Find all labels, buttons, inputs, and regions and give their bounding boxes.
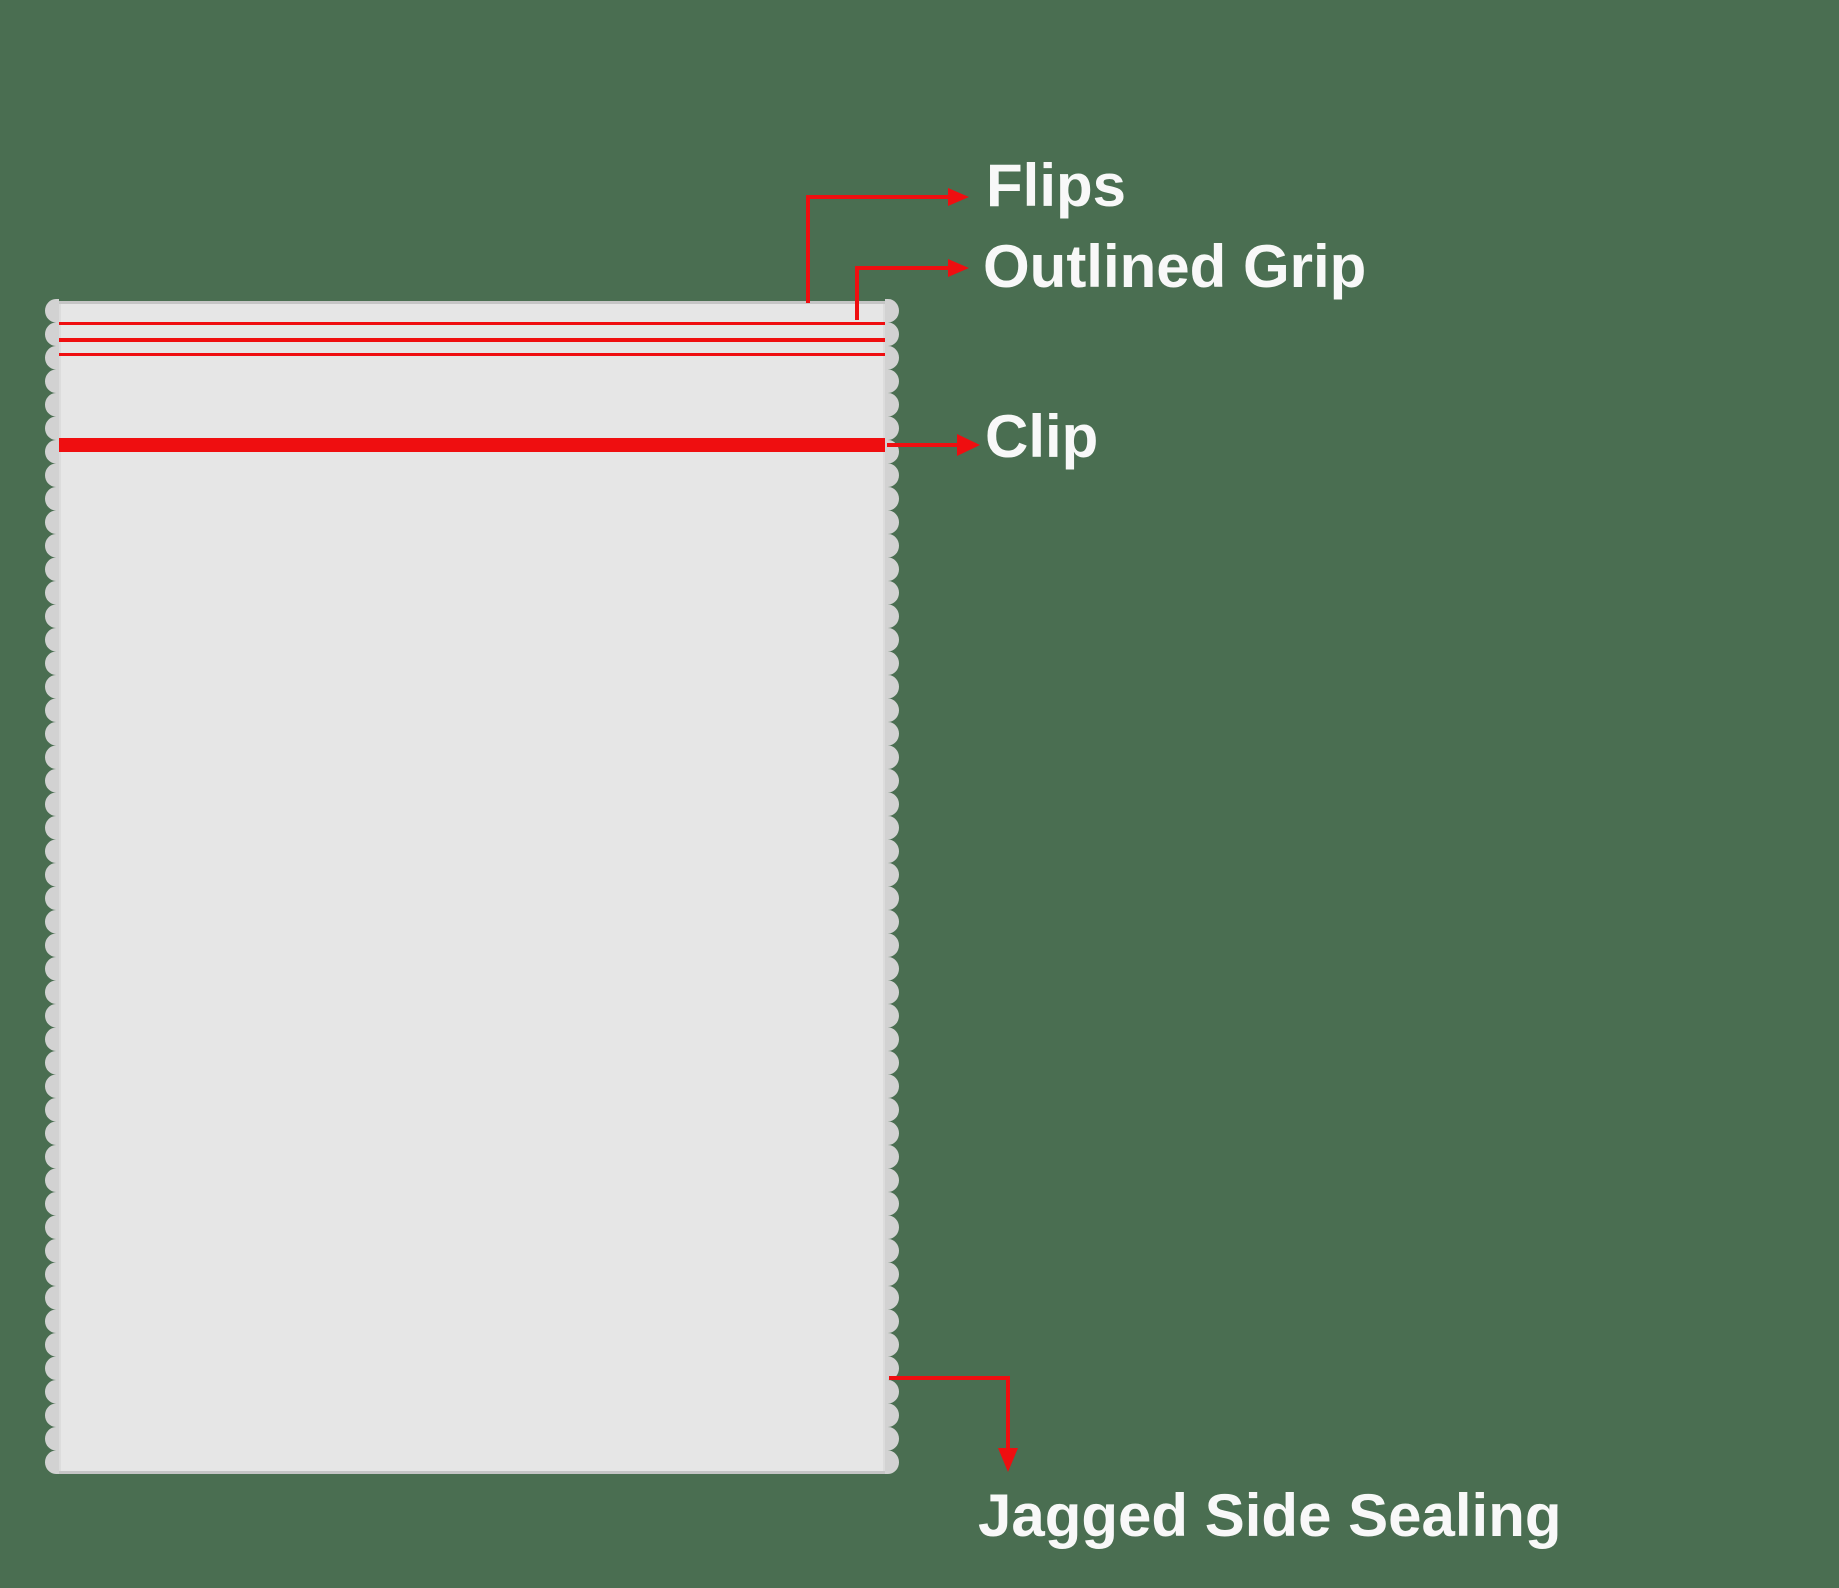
clip-label: Clip	[985, 403, 1099, 470]
clip-arrow-horizontal	[887, 443, 958, 447]
grip-arrow-vertical	[855, 266, 859, 320]
flips-label: Flips	[986, 152, 1127, 219]
bag-body	[57, 301, 887, 1474]
jagged-arrow-horizontal	[889, 1376, 1010, 1380]
jagged-side-sealing-label: Jagged Side Sealing	[978, 1482, 1562, 1549]
flip-line-2	[59, 338, 885, 342]
grip-arrowhead	[948, 259, 969, 277]
grip-line	[59, 353, 885, 356]
flips-arrowhead	[948, 188, 969, 206]
flips-arrow-vertical	[806, 195, 810, 303]
clip-line	[59, 438, 885, 452]
jagged-arrowhead	[998, 1448, 1018, 1472]
bag-left-jagged-edge	[45, 299, 59, 1474]
clip-arrowhead	[957, 434, 980, 456]
jagged-arrow-vertical	[1006, 1376, 1010, 1448]
outlined-grip-label: Outlined Grip	[983, 233, 1367, 300]
grip-arrow-horizontal	[855, 266, 948, 270]
flip-line-1	[59, 322, 885, 325]
flips-arrow-horizontal	[806, 195, 948, 199]
bag-right-jagged-edge	[885, 299, 899, 1474]
